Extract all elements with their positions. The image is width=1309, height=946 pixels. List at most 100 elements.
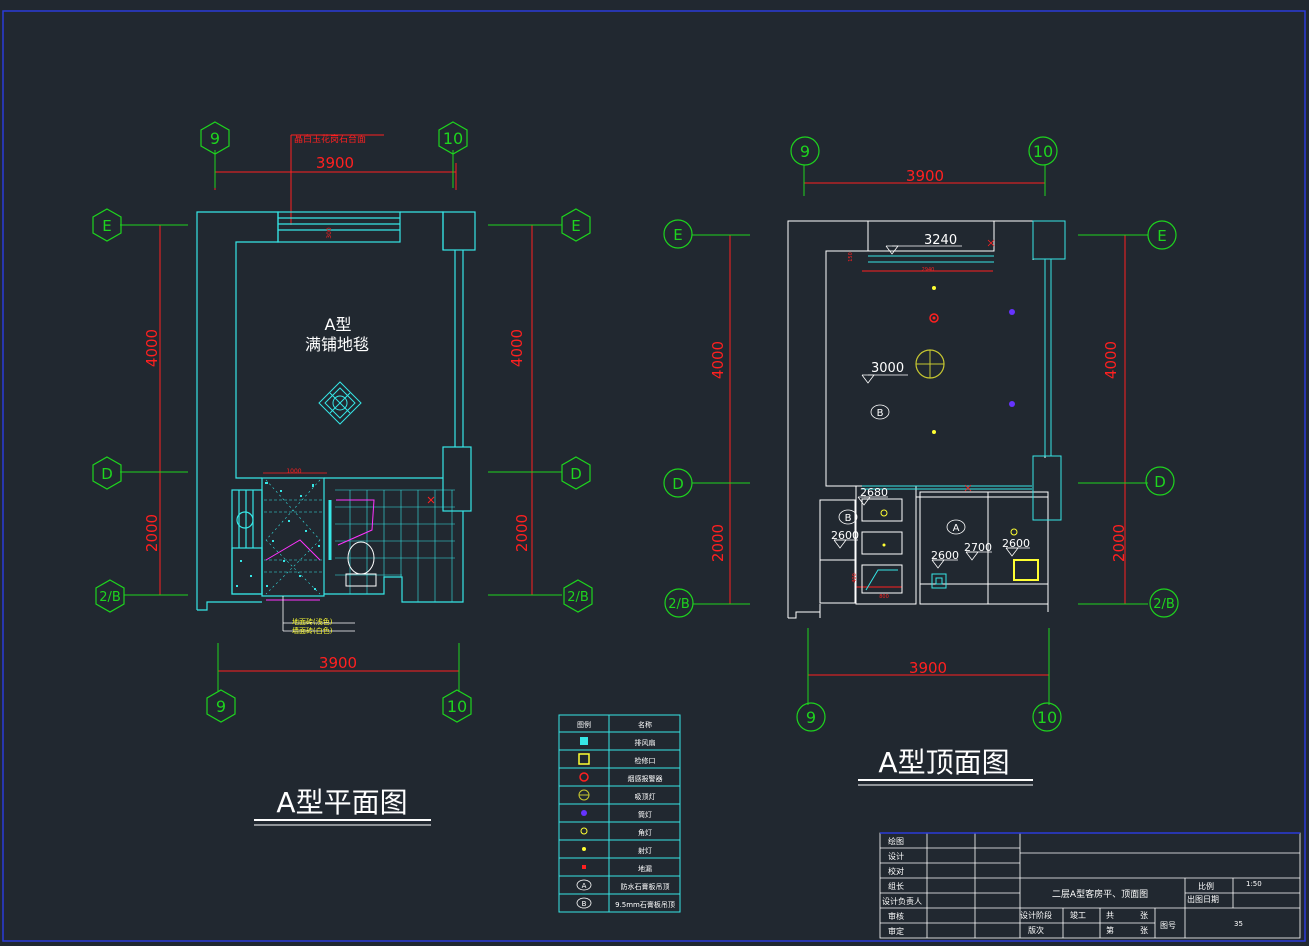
plan-small-dim-2: 300 bbox=[326, 227, 333, 239]
tb-date-label: 出图日期 bbox=[1187, 894, 1219, 904]
sheet-frame bbox=[2, 10, 1306, 942]
plan-axis-d-right: D bbox=[570, 465, 582, 483]
ceiling-dim-bottom: 3900 bbox=[909, 659, 947, 677]
ceiling-axis-e-right: E bbox=[1157, 227, 1166, 245]
plan-dim-left-lower: 2000 bbox=[143, 514, 161, 552]
tb-sheet-label: 第 bbox=[1106, 925, 1114, 935]
ceiling-dim-left-lower: 2000 bbox=[709, 524, 727, 562]
legend-item-floor-drain: 地漏 bbox=[638, 864, 652, 873]
ceiling-level-2600-right: 2600 bbox=[1002, 537, 1030, 550]
tb-scale-label: 比例 bbox=[1198, 881, 1214, 891]
plan-axis-9-top: 9 bbox=[210, 129, 220, 148]
tb-reviewed-by: 审核 bbox=[888, 911, 904, 921]
ceiling-small-dim-left: 150 bbox=[848, 252, 854, 262]
plan-small-dim: 1000 bbox=[286, 468, 301, 475]
tb-drawing-name: 二层A型客房平、顶面图 bbox=[1052, 888, 1148, 900]
tb-drawn-by: 绘图 bbox=[888, 836, 904, 846]
ceiling-axis-10-top: 10 bbox=[1033, 142, 1053, 161]
plan-title: A型平面图 bbox=[276, 786, 407, 819]
tb-stage-label: 设计阶段 bbox=[1020, 910, 1052, 920]
plan-note-wall-tile: 墙面砖(白色) bbox=[292, 626, 333, 635]
ceiling-axis-2b-right: 2/B bbox=[1153, 597, 1175, 612]
plan-axis-d-left: D bbox=[101, 465, 113, 483]
ceiling-level-2600-left: 2600 bbox=[831, 529, 859, 542]
ceiling-level-2680: 2680 bbox=[860, 486, 888, 499]
legend-item-corner-lamp: 角灯 bbox=[638, 828, 652, 837]
plan-dim-left-upper: 4000 bbox=[143, 329, 161, 367]
legend-header-symbol: 图例 bbox=[577, 720, 591, 729]
legend-header-name: 名称 bbox=[638, 720, 652, 729]
ceiling-axis-d-left: D bbox=[672, 475, 684, 493]
plan-axis-10-top: 10 bbox=[443, 129, 463, 148]
ceiling-tag-a: A bbox=[953, 523, 960, 534]
legend-item-spotlight: 射灯 bbox=[638, 846, 652, 855]
legend-item-access-panel: 检修口 bbox=[635, 756, 656, 765]
ceiling-axis-10-bottom: 10 bbox=[1037, 708, 1057, 727]
ceiling-dim-right-upper: 4000 bbox=[1102, 341, 1120, 379]
legend-item-ceiling-lamp: 吸顶灯 bbox=[635, 792, 656, 801]
ceiling-axis-e-left: E bbox=[673, 226, 682, 244]
ceiling-dim-left-upper: 4000 bbox=[709, 341, 727, 379]
tb-drawing-no: 35 bbox=[1234, 920, 1243, 928]
legend-item-downlight: 筒灯 bbox=[638, 810, 652, 819]
ceiling-small-dim-b2: 800 bbox=[879, 594, 889, 600]
ceiling-axis-9-bottom: 9 bbox=[806, 708, 816, 727]
tb-approved-by: 审定 bbox=[888, 926, 904, 936]
ceiling-axis-bubbles bbox=[663, 136, 1179, 732]
plan-axis-9-bottom: 9 bbox=[216, 697, 226, 716]
legend-item-gypsum-ceiling: 9.5mm石膏板吊顶 bbox=[615, 900, 675, 909]
legend-symbol-b: B bbox=[582, 900, 587, 908]
ceiling-small-dim-top: 2940 bbox=[922, 267, 935, 273]
tb-scale-value: 1:50 bbox=[1246, 880, 1262, 888]
ceiling-level-markers bbox=[833, 239, 1030, 569]
tb-design-lead: 设计负责人 bbox=[882, 896, 922, 906]
plan-axis-e-left: E bbox=[102, 217, 111, 235]
plan-dim-top: 3900 bbox=[316, 154, 354, 172]
legend-table-grid bbox=[558, 714, 681, 913]
ceiling-dim-right-lower: 2000 bbox=[1110, 524, 1128, 562]
plan-dim-bottom: 3900 bbox=[319, 654, 357, 672]
legend-symbols bbox=[576, 737, 592, 909]
tb-drawing-no-label: 图号 bbox=[1160, 921, 1176, 930]
ceiling-level-3000: 3000 bbox=[871, 361, 904, 376]
plan-axis-bubbles bbox=[92, 121, 593, 723]
ceiling-axis-d-right: D bbox=[1154, 473, 1166, 491]
legend-item-waterproof-ceiling: 防水石膏板吊顶 bbox=[621, 882, 670, 891]
plan-room-type: A型 bbox=[325, 315, 352, 334]
ceiling-level-3240: 3240 bbox=[924, 233, 957, 248]
wall-tile-grid bbox=[335, 489, 455, 602]
plan-axis-e-right: E bbox=[571, 217, 580, 235]
tb-checked-by: 校对 bbox=[888, 866, 904, 876]
plan-dim-right-upper: 4000 bbox=[508, 329, 526, 367]
ceiling-small-dim-b1: 400 bbox=[852, 573, 858, 583]
legend-symbol-a: A bbox=[582, 882, 587, 890]
tb-group-leader: 组长 bbox=[888, 881, 904, 891]
tb-sheet-unit: 张 bbox=[1140, 926, 1148, 935]
tb-designed-by: 设计 bbox=[888, 851, 904, 861]
plan-note-countertop: 晶白玉花岗石台面 bbox=[294, 133, 366, 145]
tb-total-unit: 张 bbox=[1140, 911, 1148, 920]
ceiling-axis-2b-left: 2/B bbox=[668, 597, 690, 612]
tb-version-label: 版次 bbox=[1028, 925, 1044, 935]
ceiling-plan bbox=[692, 165, 1148, 705]
legend-item-exhaust-fan: 排风扇 bbox=[635, 738, 656, 747]
ceiling-level-2700: 2700 bbox=[964, 541, 992, 554]
ceiling-dim-top: 3900 bbox=[906, 167, 944, 185]
ceiling-axis-9-top: 9 bbox=[800, 142, 810, 161]
plan-dim-right-lower: 2000 bbox=[513, 514, 531, 552]
plan-axis-2b-right: 2/B bbox=[567, 590, 589, 605]
legend-item-smoke-detector: 烟感报警器 bbox=[628, 774, 663, 783]
ceiling-tag-b-side: B bbox=[845, 513, 852, 524]
plan-axis-10-bottom: 10 bbox=[447, 697, 467, 716]
stone-pattern bbox=[236, 482, 320, 590]
carpet-medallion bbox=[318, 381, 362, 425]
tb-stage-value: 竣工 bbox=[1070, 910, 1086, 920]
ceiling-lights bbox=[880, 286, 1018, 547]
tb-total-label: 共 bbox=[1106, 911, 1114, 920]
ceiling-level-2600-mid: 2600 bbox=[931, 549, 959, 562]
floor-plan bbox=[120, 134, 562, 692]
plan-axis-2b-left: 2/B bbox=[99, 590, 121, 605]
ceiling-title: A型顶面图 bbox=[878, 746, 1009, 779]
